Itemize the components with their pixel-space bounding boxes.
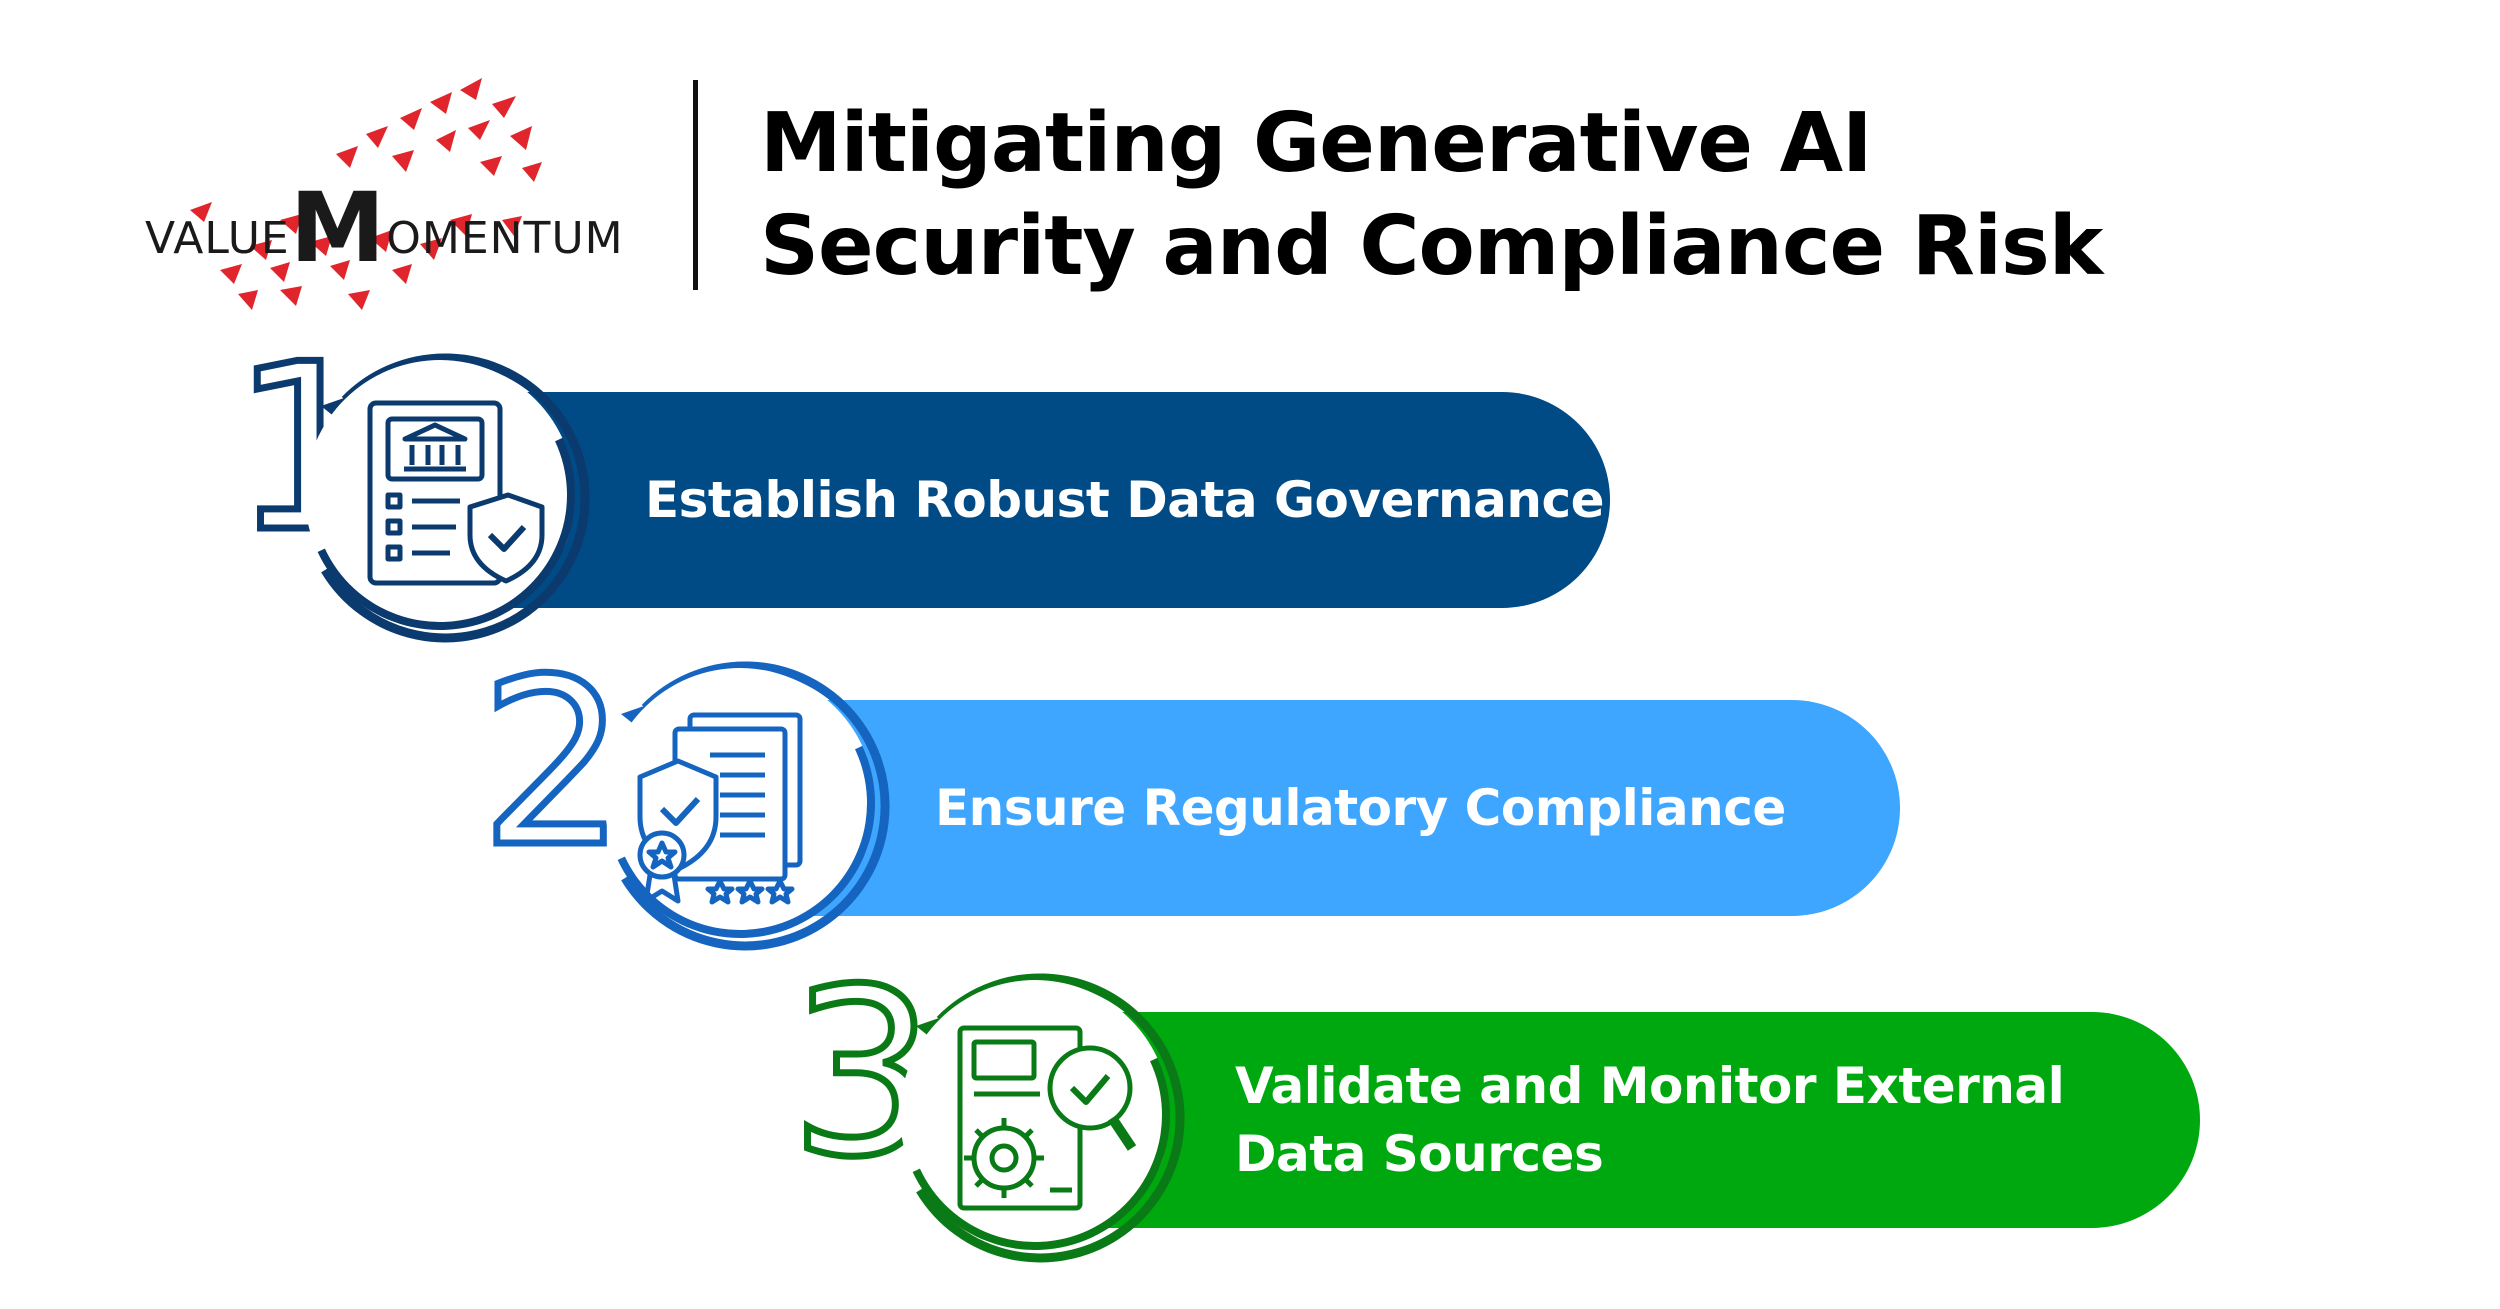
logo-wordmark: VALUEMOMENTUM (145, 180, 624, 276)
page-title: Mitigating Generative AI Security and Co… (760, 92, 2103, 298)
title-line-1: Mitigating Generative AI (760, 96, 1873, 191)
step-2-label: Ensure Regulatory Compliance (935, 774, 1786, 842)
step-2-pill: Ensure Regulatory Compliance (760, 700, 1900, 916)
step-1-pill: Establish Robust Data Governance (470, 392, 1610, 608)
step-3-pill: Validate and Monitor External Data Sourc… (1060, 1012, 2200, 1228)
step-1-label: Establish Robust Data Governance (645, 466, 1605, 534)
step-2-number: 2 (476, 631, 629, 898)
step-1-label-line-1: Establish Robust Data Governance (645, 471, 1605, 529)
title-line-2: Security and Compliance Risk (760, 199, 2103, 294)
bank-document-shield-icon (367, 400, 545, 586)
valuemomentum-logo: VALUEMOMENTUM (130, 70, 650, 320)
step-2-label-line-1: Ensure Regulatory Compliance (935, 779, 1786, 837)
logo-text-value: VALUE (145, 213, 290, 264)
step-3-label-line-2: Data Sources (1235, 1125, 1604, 1183)
gear-magnifier-check-icon (957, 1025, 1137, 1211)
certificate-badge-icon (637, 712, 803, 905)
logo-text-omentum: OMENTUM (386, 213, 624, 264)
header-divider (693, 80, 698, 290)
logo-text-m: M (289, 172, 387, 284)
step-3-label: Validate and Monitor External Data Sourc… (1235, 1052, 2065, 1188)
logo-triangles-icon (190, 78, 542, 310)
step-3-label-line-1: Validate and Monitor External (1235, 1057, 2065, 1115)
